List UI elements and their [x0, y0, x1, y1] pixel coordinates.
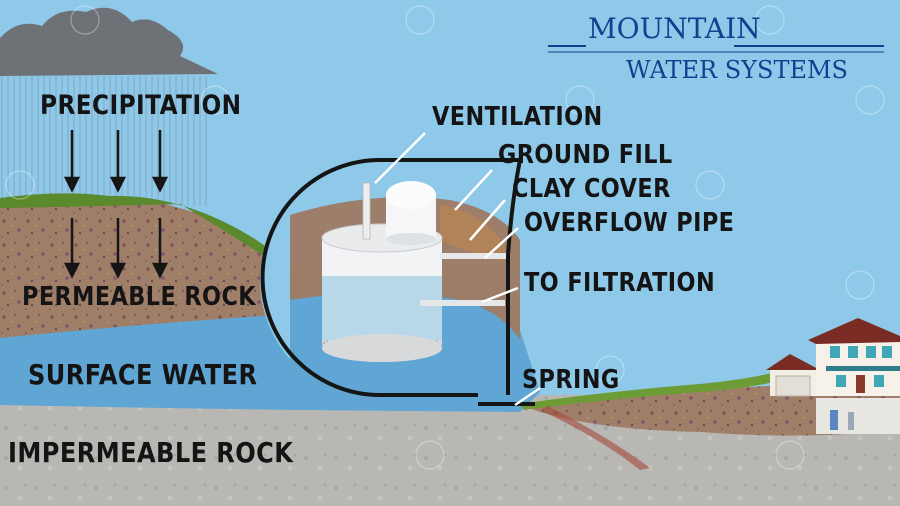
- label-to-filtration: TO FILTRATION: [524, 268, 716, 298]
- filtration-pipe: [420, 300, 505, 306]
- house-illustration: [766, 318, 900, 434]
- grass-left: [0, 193, 285, 268]
- label-overflow-pipe: OVERFLOW PIPE: [524, 208, 735, 238]
- rain-cloud: [0, 7, 218, 206]
- label-permeable-rock: PERMEABLE ROCK: [22, 282, 257, 312]
- label-ventilation: VENTILATION: [432, 102, 603, 132]
- label-precipitation: PRECIPITATION: [40, 90, 242, 121]
- watermark-badges: [5, 5, 885, 470]
- label-impermeable-rock: IMPERMEABLE ROCK: [8, 436, 294, 469]
- grass-right: [520, 368, 800, 410]
- ventilation-pipe: [362, 182, 371, 240]
- callout-lines: [374, 132, 541, 407]
- logo-line-2: WATER SYSTEMS: [626, 56, 848, 84]
- label-ground-fill: GROUND FILL: [498, 140, 673, 170]
- brand-logo: MOUNTAIN WATER SYSTEMS: [548, 10, 888, 90]
- label-spring: SPRING: [522, 365, 620, 395]
- precipitation-arrows: [63, 130, 169, 279]
- logo-line-1: MOUNTAIN: [588, 12, 761, 45]
- logo-lines: [548, 45, 884, 53]
- collection-tank: [321, 181, 506, 362]
- label-surface-water: SURFACE WATER: [28, 358, 258, 391]
- overflow-pipe: [440, 253, 506, 259]
- clay-cover: [440, 205, 505, 262]
- label-clay-cover: CLAY COVER: [512, 174, 671, 204]
